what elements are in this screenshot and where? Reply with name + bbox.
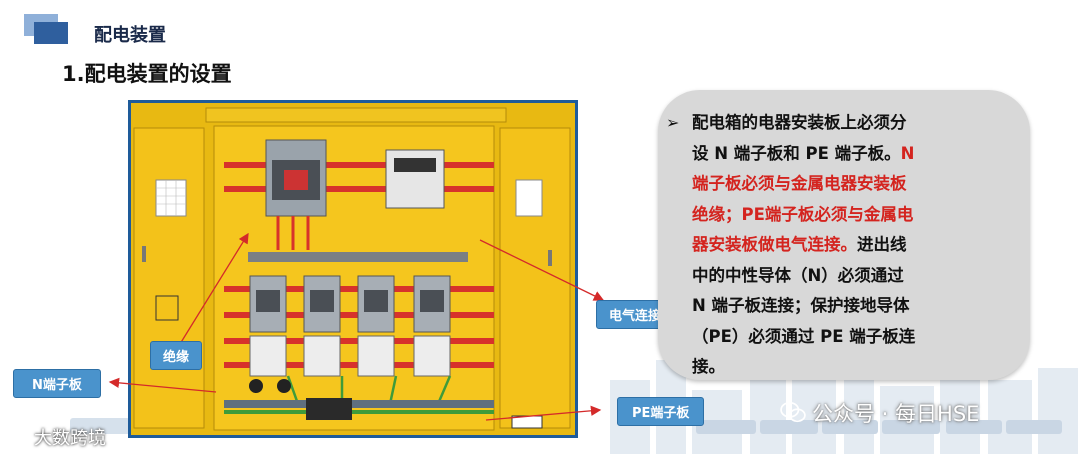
pe-terminal-label: PE端子板: [617, 397, 705, 426]
callout-line: 配电箱的电器安装板上必须分: [692, 113, 907, 132]
header-accent-block-dark: [34, 22, 68, 44]
callout-bubble: [658, 90, 1030, 380]
section-title: 配电装置: [94, 25, 166, 46]
callout-segment: 进出线: [857, 235, 907, 254]
watermark-left: 大数跨境: [6, 424, 106, 450]
callout-line: （PE）必须通过 PE 端子板连: [692, 326, 916, 346]
n-terminal-label: N端子板: [13, 369, 101, 398]
callout-line: 接。: [692, 357, 725, 376]
callout-emphasis-line: 端子板必须与金属电器安装板: [692, 174, 907, 193]
callout-text: 配电箱的电器安装板上必须分 设 N 端子板和 PE 端子板。N 端子板必须与金属…: [692, 108, 992, 383]
callout-segment: 设 N 端子板和 PE 端子板。: [692, 143, 901, 163]
callout-emphasis-line: 绝缘；PE端子板必须与金属电: [692, 204, 914, 224]
slide-subtitle: 1.配电装置的设置: [62, 62, 232, 86]
watermark-right-text: 公众号 · 每日HSE: [812, 402, 980, 426]
arrow-bullet-icon: ➢: [666, 113, 680, 132]
callout-line: 中的中性导体（N）必须通过: [692, 265, 904, 285]
watermark-right: 公众号 · 每日HSE: [780, 398, 979, 428]
insulation-label: 绝缘: [150, 341, 203, 370]
callout-line: N 端子板连接；保护接地导体: [692, 296, 910, 315]
callout-line: 器安装板做电气连接。进出线: [692, 230, 992, 261]
callout-emphasis: N: [900, 143, 915, 163]
distribution-cabinet-illustration: [128, 100, 578, 438]
watermark-left-text: 大数跨境: [34, 428, 106, 449]
wechat-icon: [780, 401, 806, 423]
callout-line: 设 N 端子板和 PE 端子板。N: [692, 139, 992, 170]
cloud-logo-icon: [6, 430, 28, 443]
callout-emphasis: 器安装板做电气连接。: [692, 235, 857, 254]
